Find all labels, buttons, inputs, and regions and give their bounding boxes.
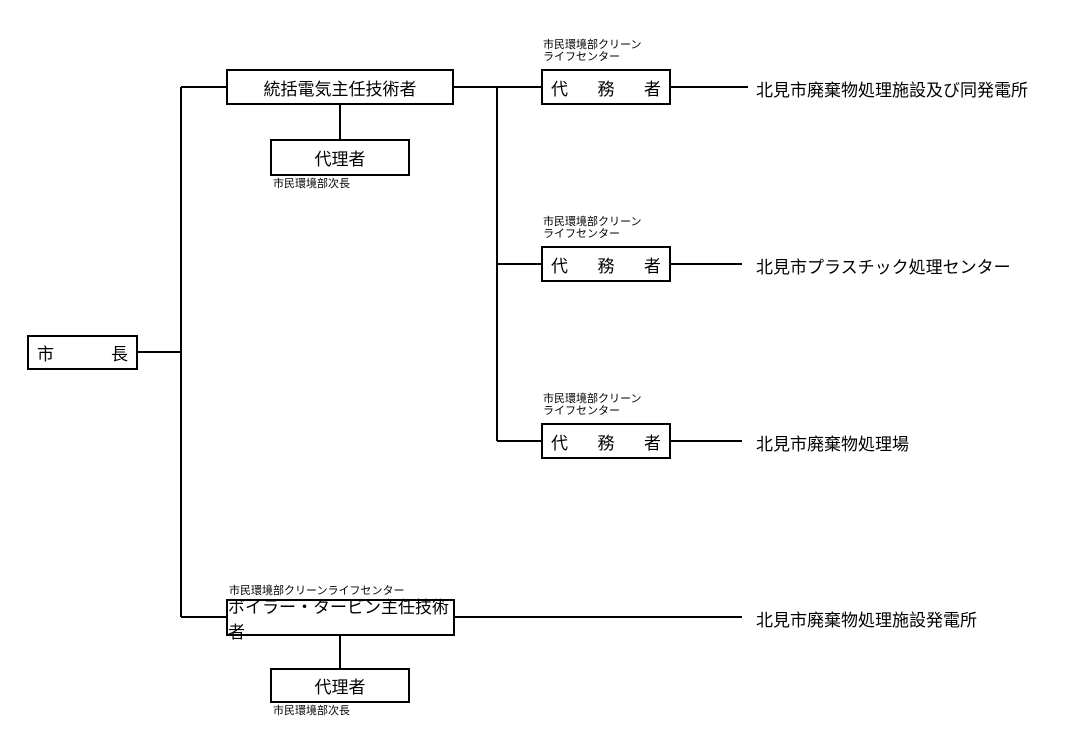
branch-2-box: 代 務 者 [541, 246, 671, 282]
branch-2-char-3: 者 [644, 256, 661, 277]
branch-1-char-3: 者 [644, 79, 661, 100]
mayor-box: 市 長 [27, 335, 138, 370]
branch-3-char-3: 者 [644, 433, 661, 454]
chief-deputy-note: 市民環境部次長 [273, 177, 350, 190]
boiler-deputy-box: 代理者 [270, 668, 410, 703]
boiler-deputy-title: 代理者 [314, 678, 366, 698]
branch-2-char-1: 代 [551, 256, 568, 277]
branch-2-note: 市民環境部クリーン ライフセンター [543, 216, 641, 240]
facility-3-label: 北見市廃棄物処理場 [756, 435, 909, 455]
mayor-label-right: 長 [111, 345, 128, 365]
branch-1-char-1: 代 [551, 79, 568, 100]
branch-3-note-line1: 市民環境部クリーン [543, 392, 642, 405]
branch-1-box: 代 務 者 [541, 69, 671, 105]
facility-4-label: 北見市廃棄物処理施設発電所 [756, 611, 977, 631]
branch-1-note-line2: ライフセンター [543, 50, 620, 63]
branch-1-char-2: 務 [597, 79, 615, 100]
chief-electrical-title: 統括電気主任技術者 [263, 79, 417, 100]
branch-1-note: 市民環境部クリーン ライフセンター [543, 39, 641, 63]
branch-2-note-line2: ライフセンター [543, 227, 620, 240]
facility-1-label: 北見市廃棄物処理施設及び同発電所 [756, 81, 1028, 101]
mayor-label-left: 市 [37, 345, 54, 365]
branch-1-note-line1: 市民環境部クリーン [543, 38, 642, 51]
branch-3-note-line2: ライフセンター [543, 404, 620, 417]
branch-3-note: 市民環境部クリーン ライフセンター [543, 393, 641, 417]
chief-deputy-box: 代理者 [270, 139, 410, 176]
branch-3-box: 代 務 者 [541, 423, 671, 459]
branch-2-note-line1: 市民環境部クリーン [543, 215, 642, 228]
boiler-title: ボイラー・タービン主任技術者 [228, 597, 449, 643]
facility-2-label: 北見市プラスチック処理センター [756, 258, 1011, 278]
branch-3-char-1: 代 [551, 433, 568, 454]
branch-3-char-2: 務 [597, 433, 615, 454]
boiler-deputy-note: 市民環境部次長 [273, 704, 350, 717]
boiler-box: ボイラー・タービン主任技術者 [226, 598, 455, 643]
chief-deputy-title: 代理者 [314, 150, 366, 170]
branch-2-char-2: 務 [597, 256, 615, 277]
chief-electrical-box: 統括電気主任技術者 [226, 69, 454, 105]
boiler-note: 市民環境部クリーンライフセンター [229, 584, 405, 597]
